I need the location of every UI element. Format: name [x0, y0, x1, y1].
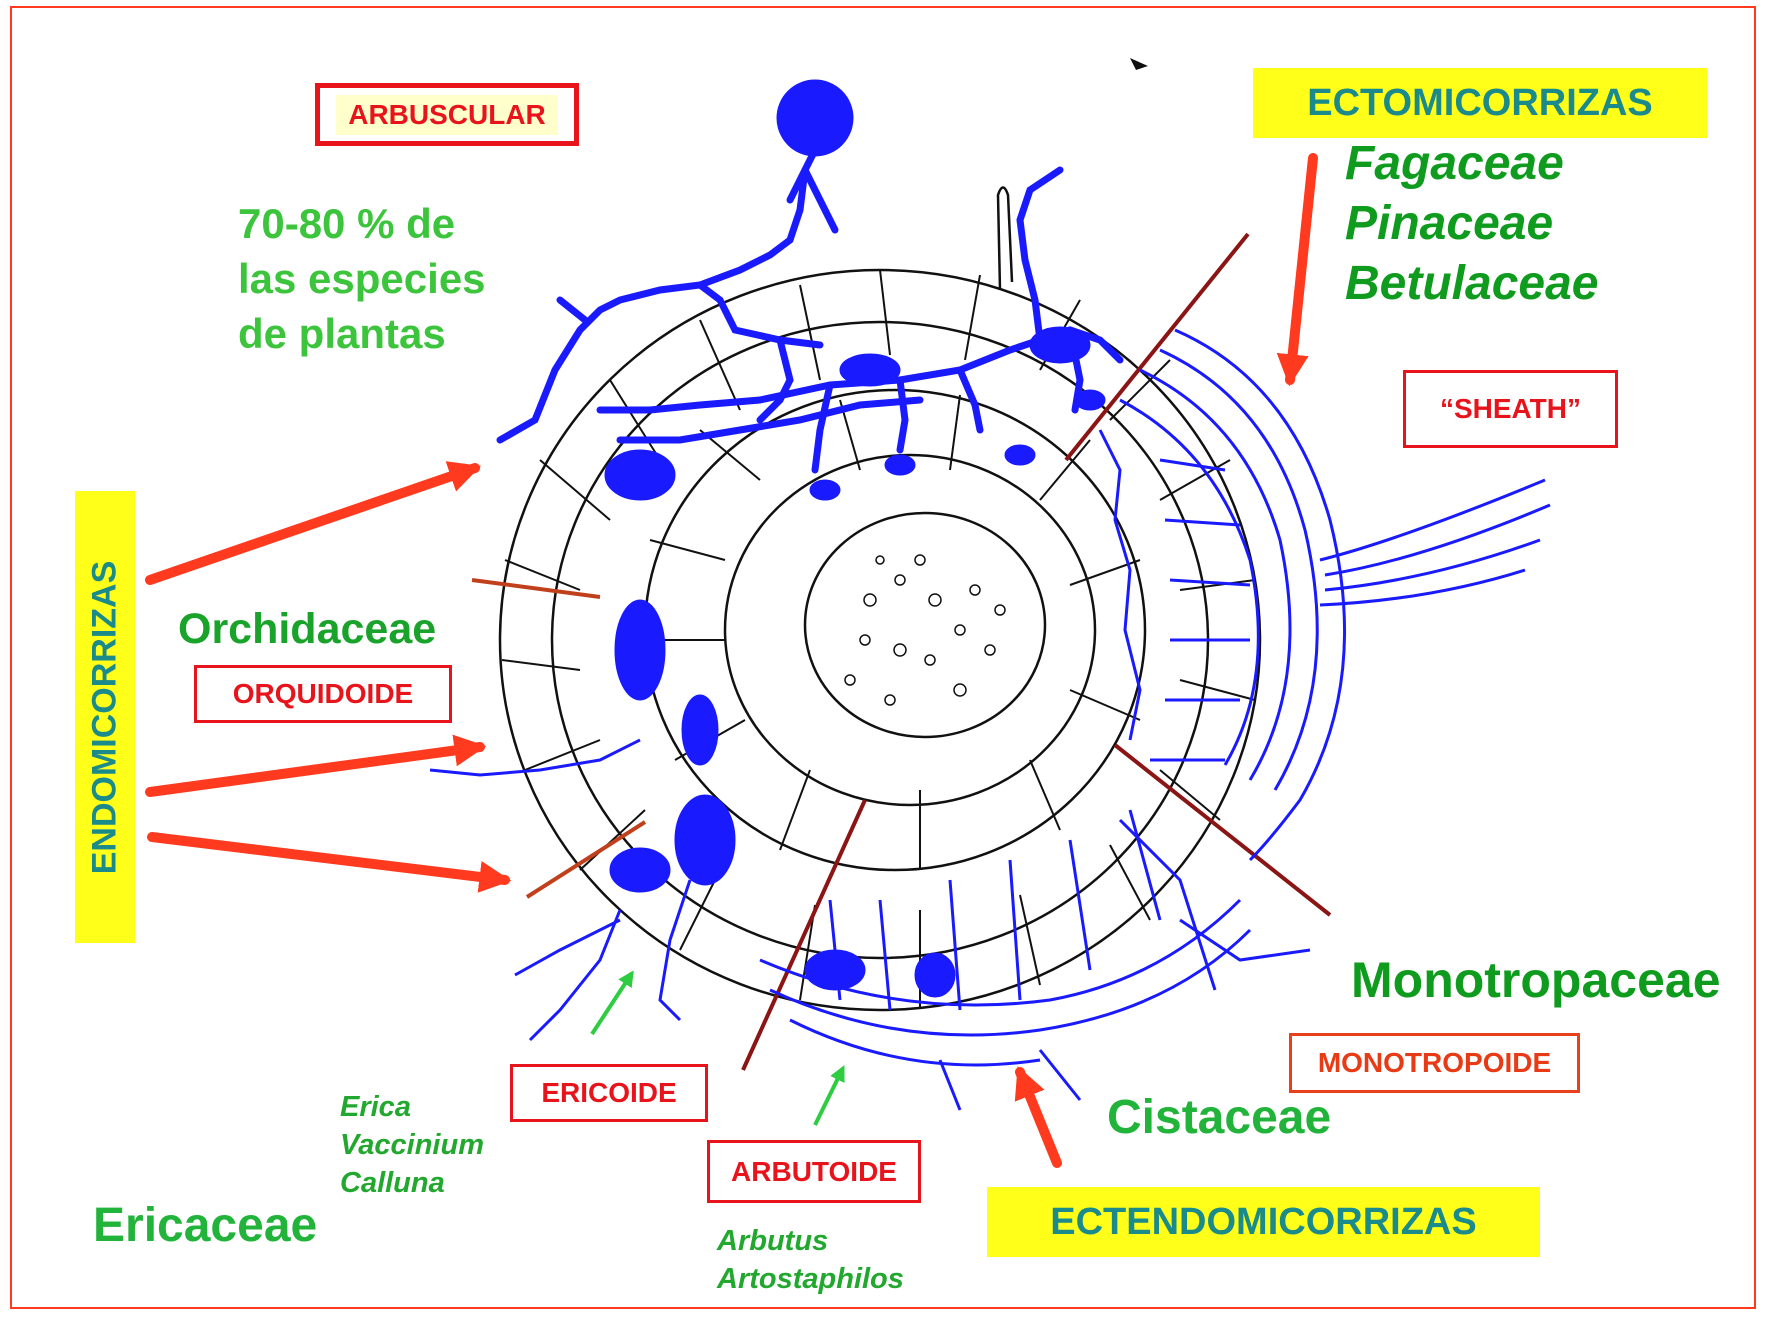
family-betulaceae: Betulaceae [1345, 254, 1598, 314]
ericoide-box: ERICOIDE [510, 1064, 708, 1122]
arbuscular-hyphae [500, 150, 1120, 470]
ectendomicorrizas-label: ECTENDOMICORRIZAS [1050, 1201, 1476, 1244]
ectomicorrizas-banner: ECTOMICORRIZAS [1253, 68, 1707, 138]
arbutoide-label: ARBUTOIDE [731, 1156, 897, 1188]
ecto-families: Fagaceae Pinaceae Betulaceae [1345, 134, 1598, 314]
arbuscular-note: 70-80 % de las especies de plantas [238, 196, 486, 361]
stele-cells [845, 555, 1005, 705]
genus-artostaphilos: Artostaphilos [717, 1260, 904, 1298]
arbuscular-label: ARBUSCULAR [336, 95, 558, 135]
monotropoide-box: MONOTROPOIDE [1289, 1033, 1580, 1093]
arbutoide-box: ARBUTOIDE [707, 1140, 921, 1203]
arbuscular-note-line-2: las especies [238, 251, 486, 306]
vesicles [605, 80, 1105, 997]
family-cistaceae: Cistaceae [1107, 1090, 1331, 1145]
orquidoide-label: ORQUIDOIDE [233, 678, 413, 710]
sheath-box: “SHEATH” [1403, 370, 1618, 448]
ericoid-genera: Erica Vaccinium Calluna [340, 1088, 484, 1202]
family-pinaceae: Pinaceae [1345, 194, 1598, 254]
genus-erica: Erica [340, 1088, 484, 1126]
family-orchidaceae: Orchidaceae [178, 605, 436, 654]
arbuscular-note-line-1: 70-80 % de [238, 196, 486, 251]
monotropoide-label: MONOTROPOIDE [1318, 1047, 1551, 1079]
genus-calluna: Calluna [340, 1164, 484, 1202]
arbuscular-box: ARBUSCULAR [315, 83, 579, 146]
family-monotropaceae: Monotropaceae [1351, 951, 1721, 1009]
ectomicorrizas-label: ECTOMICORRIZAS [1307, 82, 1653, 125]
sheath-label: “SHEATH” [1440, 393, 1581, 425]
genus-arbutus: Arbutus [717, 1222, 904, 1260]
family-fagaceae: Fagaceae [1345, 134, 1598, 194]
endomicorrizas-banner: ENDOMICORRIZAS [75, 491, 135, 943]
genus-vaccinium: Vaccinium [340, 1126, 484, 1164]
ericoide-label: ERICOIDE [541, 1077, 676, 1109]
root-outline [500, 188, 1260, 1011]
arbutoid-genera: Arbutus Artostaphilos [717, 1222, 904, 1298]
family-ericaceae: Ericaceae [93, 1198, 317, 1253]
cursor-mark [1130, 58, 1148, 70]
endomicorrizas-label: ENDOMICORRIZAS [86, 560, 125, 874]
ectendomicorrizas-banner: ECTENDOMICORRIZAS [987, 1187, 1540, 1257]
arbuscular-note-line-3: de plantas [238, 306, 486, 361]
orquidoide-box: ORQUIDOIDE [194, 665, 452, 723]
